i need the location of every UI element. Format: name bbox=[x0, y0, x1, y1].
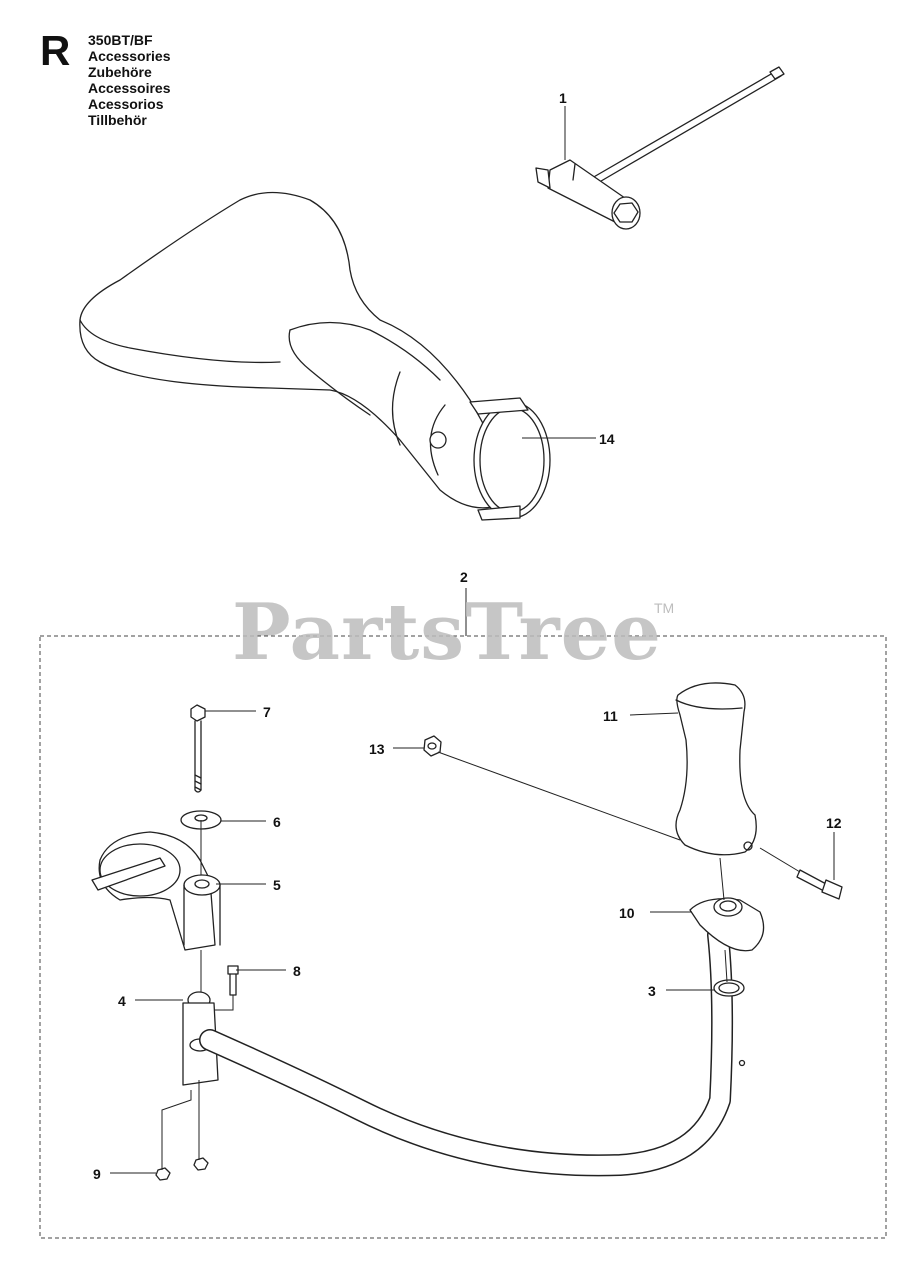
callout-leaders bbox=[110, 106, 835, 1174]
handle-lower-bracket-part bbox=[689, 897, 765, 952]
concentrator-nozzle-part bbox=[79, 191, 551, 521]
callout-2: 2 bbox=[460, 569, 468, 585]
callout-4: 4 bbox=[118, 993, 126, 1009]
title-de: Zubehöre bbox=[88, 64, 152, 80]
callout-10: 10 bbox=[619, 905, 635, 921]
socket-screw-part bbox=[796, 869, 843, 900]
callout-12: 12 bbox=[826, 815, 842, 831]
grip-handle-part bbox=[675, 682, 757, 856]
title-es: Acessorios bbox=[88, 96, 164, 112]
nut-part bbox=[423, 735, 442, 757]
callout-6: 6 bbox=[273, 814, 281, 830]
callout-3: 3 bbox=[648, 983, 656, 999]
callout-8: 8 bbox=[293, 963, 301, 979]
title-en: Accessories bbox=[88, 48, 171, 64]
callout-9: 9 bbox=[93, 1166, 101, 1182]
callout-1: 1 bbox=[559, 90, 567, 106]
section-letter: R bbox=[40, 27, 71, 74]
section-titles: 350BT/BF Accessories Zubehöre Accessoire… bbox=[88, 32, 171, 128]
loop-handle-part bbox=[199, 924, 746, 1177]
model-label: 350BT/BF bbox=[88, 32, 153, 48]
callout-13: 13 bbox=[369, 741, 385, 757]
watermark-text: PartsTree bbox=[232, 587, 662, 678]
bolt-part bbox=[190, 704, 206, 793]
assembly-group-box bbox=[39, 635, 887, 1239]
t-wrench-part bbox=[535, 66, 785, 230]
small-nut-part bbox=[155, 1157, 209, 1181]
title-sv: Tillbehör bbox=[88, 112, 147, 128]
callout-7: 7 bbox=[263, 704, 271, 720]
callout-14: 14 bbox=[599, 431, 615, 447]
callout-5: 5 bbox=[273, 877, 281, 893]
title-fr: Accessoires bbox=[88, 80, 171, 96]
trademark-symbol: TM bbox=[654, 600, 675, 616]
callout-11: 11 bbox=[603, 708, 618, 724]
clamp-part bbox=[91, 831, 221, 951]
assembly-lines bbox=[161, 751, 801, 1170]
